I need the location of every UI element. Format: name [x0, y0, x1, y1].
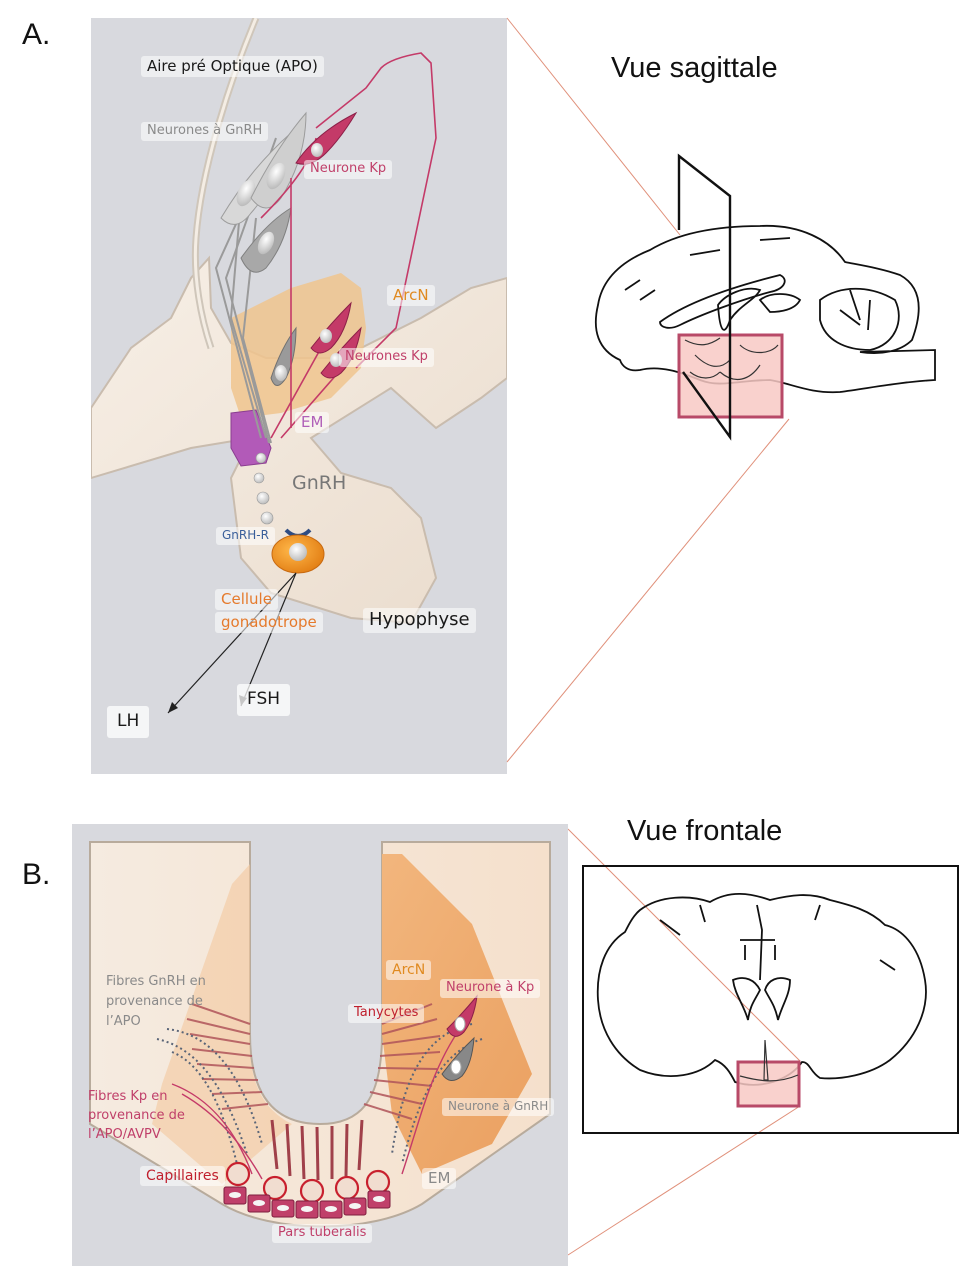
- label-fibres-gnrh-line2: provenance de: [106, 994, 203, 1009]
- panel-a-illustration: Aire pré Optique (APO) Neurones à GnRH N…: [91, 18, 507, 774]
- label-hypophyse: Hypophyse: [363, 608, 476, 633]
- gnrh-fibres-dotted-left: [156, 1028, 263, 1165]
- frontal-brain-outline: [596, 893, 927, 1086]
- label-gonadotrope-cell-line2: gonadotrope: [215, 612, 323, 634]
- sagittal-cut-plane: [677, 153, 732, 441]
- sagittal-brain-outline: [594, 224, 936, 394]
- label-gnrh-neurons: Neurones à GnRH: [141, 122, 269, 141]
- label-fibres-kp-line2: provenance de: [88, 1108, 185, 1123]
- label-pars-tuberalis: Pars tuberalis: [272, 1224, 373, 1243]
- label-em-b: EM: [422, 1168, 457, 1190]
- label-neurone-gnrh-b: Neurone à GnRH: [442, 1098, 555, 1116]
- label-capillaires: Capillaires: [140, 1166, 225, 1187]
- connector-line-a-top: [506, 17, 681, 236]
- label-neurone-kp-b: Neurone à Kp: [440, 979, 541, 998]
- label-gnrh: GnRH: [292, 472, 347, 494]
- panel-b-drawing: [89, 841, 551, 1228]
- pars-tuberalis-nuclei: [229, 1192, 385, 1212]
- label-fibres-kp-line3: l’APO/AVPV: [88, 1127, 161, 1142]
- fsh-arrow: [240, 572, 297, 707]
- label-arcn-b: ArcN: [386, 960, 432, 981]
- kp-neuron-arcn-1: [310, 301, 352, 354]
- gnrh-neurons-cluster: [220, 111, 307, 386]
- kp-neuron-b: [446, 994, 478, 1037]
- label-fibres-gnrh-line1: Fibres GnRH en: [106, 974, 206, 989]
- label-gonadotrope-cell-line1: Cellule: [215, 589, 278, 611]
- label-em: EM: [295, 412, 330, 434]
- tanycytes-left: [186, 1003, 269, 1110]
- connector-line-b-bottom: [567, 1105, 801, 1256]
- capillaries: [225, 1161, 391, 1204]
- pars-tuberalis-cells: [223, 1186, 391, 1219]
- gnrh-neuron-b: [441, 1036, 475, 1081]
- frontal-view-title: Vue frontale: [627, 815, 783, 847]
- sagittal-hypothalamus-detail: [684, 337, 779, 381]
- label-fibres-kp-line1: Fibres Kp en: [88, 1089, 168, 1104]
- sagittal-highlight-box: [677, 333, 784, 419]
- arcn-region: [231, 273, 366, 418]
- label-gnrh-r: GnRH-R: [216, 527, 275, 545]
- label-tanycytes: Tanycytes: [348, 1004, 425, 1023]
- kp-fibres-left: [171, 1083, 263, 1180]
- panel-a-letter: A.: [22, 18, 51, 51]
- label-apo: Aire pré Optique (APO): [141, 56, 324, 78]
- label-fsh: FSH: [237, 684, 291, 716]
- panel-b-letter: B.: [22, 858, 51, 891]
- label-arcn: ArcN: [387, 285, 435, 307]
- label-lh: LH: [107, 706, 150, 738]
- connector-line-a-bottom: [506, 418, 790, 763]
- gnrh-droplets: [253, 452, 274, 525]
- frontal-highlight-box: [736, 1060, 801, 1108]
- label-fibres-gnrh-line3: l’APO: [106, 1014, 141, 1029]
- panel-b-illustration: Fibres GnRH en provenance de l’APO ArcN …: [72, 824, 568, 1266]
- connector-line-b-top: [567, 828, 801, 1062]
- label-kp-neuron: Neurone Kp: [304, 160, 393, 179]
- label-kp-neurons: Neurones Kp: [339, 348, 434, 367]
- arcn-region-b: [348, 854, 532, 1174]
- sagittal-view-title: Vue sagittale: [611, 52, 778, 84]
- frontal-view-frame: [582, 865, 959, 1134]
- tanycytes-bottom: [270, 1119, 364, 1181]
